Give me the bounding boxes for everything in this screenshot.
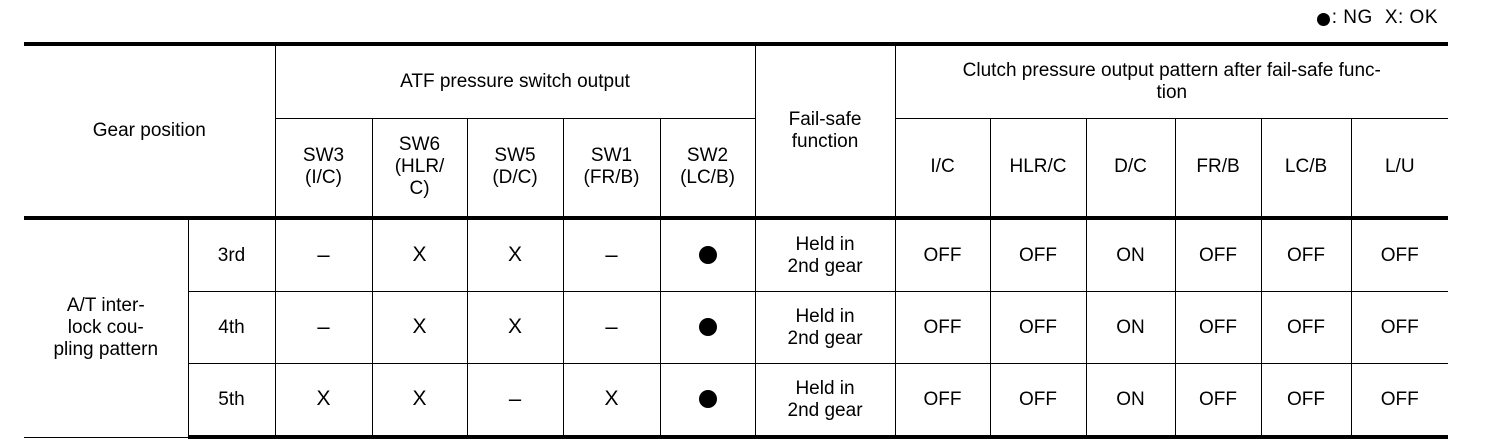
- header-sw2: SW2 (LC/B): [659, 117, 756, 219]
- legend-ok-label: X: OK: [1384, 7, 1438, 28]
- header-sw1-circuit: (FR/B): [583, 167, 640, 189]
- table-row: 4th – X X – Held in 2nd gear OFF OFF ON …: [24, 291, 1449, 364]
- cell-5th-clutch-lu: OFF: [1350, 363, 1449, 439]
- cell-3rd-sw1: –: [562, 216, 661, 292]
- cell-5th-clutch-hlrc: OFF: [989, 363, 1087, 439]
- header-atf-group: ATF pressure switch output: [274, 42, 756, 119]
- cell-3rd-clutch-lu: OFF: [1350, 216, 1449, 292]
- mark-x: X: [316, 387, 331, 410]
- cell-5th-fail-safe: Held in 2nd gear: [754, 363, 896, 439]
- cell-3rd-sw2: [659, 216, 756, 292]
- cell-4th-sw2: [659, 291, 756, 364]
- header-sw5-name: SW5: [494, 145, 536, 167]
- header-sw3-name: SW3: [302, 145, 345, 167]
- header-sw5-circuit: (D/C): [492, 167, 538, 189]
- header-clutch-lu: L/U: [1350, 117, 1449, 219]
- header-sw1: SW1 (FR/B): [562, 117, 661, 219]
- header-sw6: SW6 (HLR/ C): [371, 117, 468, 219]
- header-fail-safe-function: Fail-safe function: [754, 42, 896, 219]
- header-row-columns: SW3 (I/C) SW6 (HLR/ C) SW5 (D/C) SW1 (FR…: [24, 117, 1449, 219]
- ng-bullet-icon: [698, 246, 717, 265]
- header-clutch-lcb: LC/B: [1260, 117, 1352, 219]
- mark-x: X: [412, 387, 427, 410]
- mark-dash: –: [605, 313, 618, 339]
- header-sw5: SW5 (D/C): [466, 117, 564, 219]
- row-gear-3rd: 3rd: [187, 216, 276, 292]
- header-row-groups: Gear position ATF pressure switch output…: [24, 42, 1449, 219]
- mark-x: X: [508, 315, 523, 338]
- cell-4th-sw3: –: [274, 291, 373, 364]
- cell-3rd-clutch-hlrc: OFF: [989, 216, 1087, 292]
- cell-3rd-clutch-frb: OFF: [1174, 216, 1262, 292]
- fail-safe-matrix-table: Gear position ATF pressure switch output…: [24, 42, 1449, 439]
- cell-3rd-clutch-dc: ON: [1085, 216, 1176, 292]
- mark-dash: –: [317, 241, 330, 267]
- ng-bullet-icon: [698, 390, 717, 409]
- header-sw3: SW3 (I/C): [274, 117, 373, 219]
- cell-5th-clutch-dc: ON: [1085, 363, 1176, 439]
- cell-3rd-sw6: X: [371, 216, 468, 292]
- cell-5th-sw1: X: [562, 363, 661, 439]
- table-row: A/T inter- lock cou- pling pattern 3rd –…: [24, 216, 1449, 438]
- cell-4th-sw1: –: [562, 291, 661, 364]
- cell-3rd-clutch-ic: OFF: [894, 216, 991, 292]
- row-group-label-at-interlock: A/T inter- lock cou- pling pattern: [24, 216, 189, 438]
- cell-5th-sw5: –: [466, 363, 564, 439]
- cell-4th-clutch-dc: ON: [1085, 291, 1176, 364]
- header-clutch-frb: FR/B: [1174, 117, 1262, 219]
- cell-4th-clutch-frb: OFF: [1174, 291, 1262, 364]
- cell-4th-clutch-hlrc: OFF: [989, 291, 1087, 364]
- header-sw3-circuit: (I/C): [305, 167, 342, 189]
- legend: : NG X: OK: [1316, 7, 1438, 29]
- legend-ng-label: : NG: [1331, 7, 1373, 28]
- mark-x: X: [508, 243, 523, 266]
- table-row: 5th X X – X Held in 2nd gear OFF OFF ON …: [24, 363, 1449, 439]
- header-sw6-name: SW6: [398, 134, 441, 156]
- cell-4th-sw6: X: [371, 291, 468, 364]
- header-sw2-name: SW2: [686, 145, 729, 167]
- row-gear-4th: 4th: [187, 291, 276, 364]
- mark-dash: –: [508, 385, 522, 411]
- mark-x: X: [412, 243, 427, 266]
- cell-4th-clutch-lcb: OFF: [1260, 291, 1352, 364]
- header-clutch-ic: I/C: [894, 117, 991, 219]
- cell-5th-clutch-ic: OFF: [894, 363, 991, 439]
- cell-5th-clutch-lcb: OFF: [1260, 363, 1352, 439]
- cell-4th-sw5: X: [466, 291, 564, 364]
- cell-4th-fail-safe: Held in 2nd gear: [754, 291, 896, 364]
- cell-5th-sw3: X: [274, 363, 373, 439]
- header-sw2-circuit: (LC/B): [680, 167, 735, 189]
- mark-dash: –: [317, 313, 330, 339]
- cell-3rd-fail-safe: Held in 2nd gear: [754, 216, 896, 292]
- mark-dash: –: [605, 241, 618, 267]
- ng-bullet-icon: [1316, 12, 1330, 26]
- header-clutch-dc: D/C: [1085, 117, 1176, 219]
- cell-5th-clutch-frb: OFF: [1174, 363, 1262, 439]
- header-clutch-group: Clutch pressure output pattern after fai…: [894, 42, 1449, 119]
- ng-bullet-icon: [698, 318, 717, 337]
- cell-3rd-sw5: X: [466, 216, 564, 292]
- cell-4th-clutch-lu: OFF: [1350, 291, 1449, 364]
- header-sw6-circuit: (HLR/ C): [394, 156, 445, 200]
- cell-3rd-clutch-lcb: OFF: [1260, 216, 1352, 292]
- cell-4th-clutch-ic: OFF: [894, 291, 991, 364]
- cell-5th-sw2: [659, 363, 756, 439]
- header-clutch-hlrc: HLR/C: [989, 117, 1087, 219]
- cell-5th-sw6: X: [371, 363, 468, 439]
- mark-x: X: [604, 387, 619, 410]
- cell-3rd-sw3: –: [274, 216, 373, 292]
- header-gear-position: Gear position: [24, 42, 276, 219]
- header-sw1-name: SW1: [590, 145, 633, 167]
- row-gear-5th: 5th: [187, 363, 276, 439]
- mark-x: X: [412, 315, 427, 338]
